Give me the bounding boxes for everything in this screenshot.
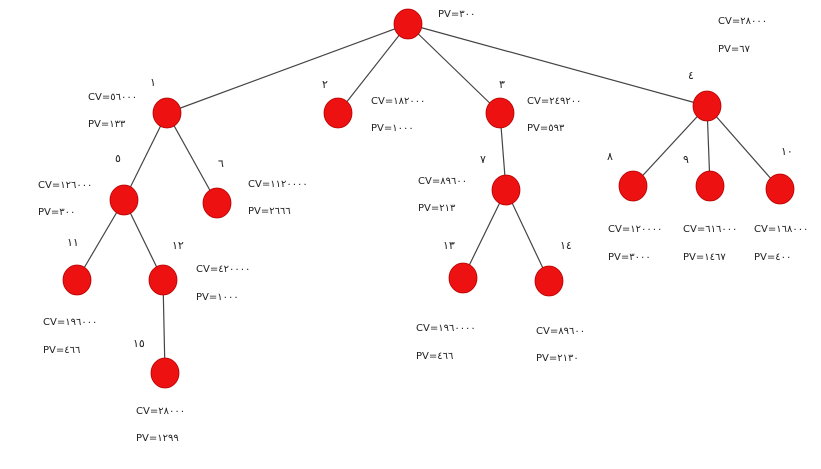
nodes: [62, 8, 795, 389]
node-8-cv: CV=١٢٠٠٠٠: [608, 224, 662, 235]
node-11-pv: PV=٤٦٦: [43, 345, 80, 356]
edge-n12-n15: [162, 279, 166, 374]
edge-n1-n6: [166, 112, 218, 204]
node-10: [765, 173, 795, 205]
node-7-pv: PV=٢١٣: [418, 203, 456, 214]
node-14-pv: PV=٢١٣٠: [536, 353, 579, 364]
node-5-cv: CV=١٢٦٠٠٠: [38, 180, 92, 191]
edges: [76, 23, 781, 374]
node-6: [202, 187, 232, 219]
node-14-cv: CV=٨٩٦٠٠: [536, 326, 585, 337]
node-7-number: ٧: [480, 153, 486, 166]
node-3: [485, 97, 515, 129]
node-4: [692, 90, 722, 122]
node-9: [695, 170, 725, 202]
node-6-pv: PV=٢٦٦٦: [248, 206, 291, 217]
node-15-pv: PV=١٢٩٩: [136, 433, 179, 444]
node-12-cv: CV=٤٢٠٠٠٠: [196, 264, 250, 275]
node-12: [148, 264, 178, 296]
node-2: [323, 97, 353, 129]
node-11-cv: CV=١٩٦٠٠٠: [43, 317, 97, 328]
node-4-number: ٤: [688, 69, 694, 82]
node-9-number: ٩: [683, 153, 689, 166]
node-1-cv: CV=٥٦٠٠٠: [88, 92, 137, 103]
node-1: [152, 97, 182, 129]
edge-n7-n13: [462, 189, 507, 279]
edge-n7-n14: [505, 189, 550, 282]
edge-n5-n11: [76, 199, 125, 281]
node-1-number: ١: [150, 76, 156, 89]
node-3-pv: PV=٥٩٣: [527, 123, 565, 134]
node-3-cv: CV=٢٤٩٢٠٠: [527, 96, 581, 107]
node-4-pv: PV=٦٧: [718, 44, 751, 55]
root-pv: PV=٣٠٠: [438, 9, 475, 20]
node-14-number: ١٤: [560, 239, 572, 252]
node-15-number: ١٥: [133, 337, 145, 350]
node-9-pv: PV=١٤٦٧: [683, 252, 726, 263]
node-2-cv: CV=١٨٢٠٠٠: [371, 96, 425, 107]
node-14: [534, 265, 564, 297]
node-15: [150, 357, 180, 389]
node-6-number: ٦: [218, 157, 224, 170]
node-3-number: ٣: [499, 78, 505, 91]
node-13: [448, 262, 478, 294]
node-13-pv: PV=٤٦٦: [416, 351, 453, 362]
node-7-cv: CV=٨٩٦٠٠: [418, 176, 467, 187]
node-10-cv: CV=١٦٨٠٠٠: [754, 224, 808, 235]
node-11-number: ١١: [67, 236, 79, 249]
node-6-cv: CV=١١٢٠٠٠٠: [248, 179, 308, 190]
node-5-number: ٥: [115, 152, 121, 165]
node-root: [393, 8, 423, 40]
node-1-pv: PV=١٣٣: [88, 119, 126, 130]
edge-root-n2: [337, 23, 409, 114]
node-8-number: ٨: [607, 150, 613, 163]
edge-n1-n5: [123, 112, 168, 201]
node-5-pv: PV=٣٠٠: [38, 207, 75, 218]
node-9-cv: CV=٦١٦٠٠٠: [683, 224, 737, 235]
node-2-number: ٢: [322, 78, 328, 91]
node-5: [109, 184, 139, 216]
node-8: [618, 170, 648, 202]
edge-root-n4: [407, 23, 708, 107]
node-11: [62, 264, 92, 296]
node-12-number: ١٢: [172, 239, 184, 252]
edge-n4-n10: [706, 105, 781, 190]
node-13-number: ١٣: [443, 239, 455, 252]
node-10-number: ١٠: [781, 145, 793, 158]
node-15-cv: CV=٢٨٠٠٠: [136, 406, 185, 417]
edge-n4-n8: [632, 105, 708, 187]
edge-root-n1: [166, 23, 409, 114]
node-10-pv: PV=٤٠٠: [754, 252, 791, 263]
node-4-cv: CV=٢٨٠٠٠: [718, 16, 767, 27]
labels: PV=٣٠٠ ١ CV=٥٦٠٠٠ PV=١٣٣ ٢ CV=١٨٢٠٠٠ PV=…: [38, 9, 808, 444]
node-12-pv: PV=١٠٠٠: [196, 292, 239, 303]
edge-root-n3: [407, 23, 501, 114]
node-8-pv: PV=٣٠٠٠: [608, 252, 651, 263]
node-2-pv: PV=١٠٠٠: [371, 123, 414, 134]
node-7: [491, 174, 521, 206]
node-13-cv: CV=١٩٦٠٠٠٠: [416, 323, 476, 334]
